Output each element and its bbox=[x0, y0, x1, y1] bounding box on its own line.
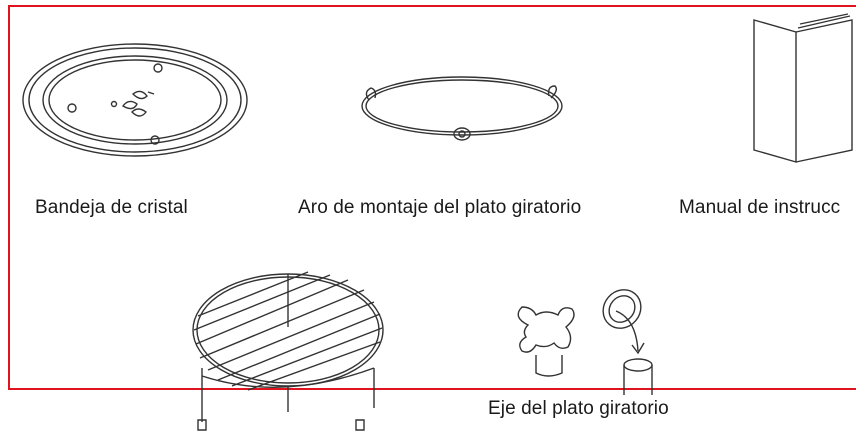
manual-label: Manual de instrucc bbox=[679, 197, 841, 218]
roller-ring-icon bbox=[355, 72, 570, 147]
glass-tray-label: Bandeja de cristal bbox=[35, 197, 188, 218]
turntable-shaft-icon bbox=[498, 285, 668, 395]
glass-tray-icon bbox=[20, 40, 250, 160]
manual-icon bbox=[748, 14, 856, 164]
roller-ring-label: Aro de montaje del plato giratorio bbox=[298, 197, 582, 218]
grill-rack-icon bbox=[188, 272, 388, 432]
accessories-frame bbox=[8, 5, 856, 390]
turntable-shaft-label: Eje del plato giratorio bbox=[488, 398, 669, 419]
